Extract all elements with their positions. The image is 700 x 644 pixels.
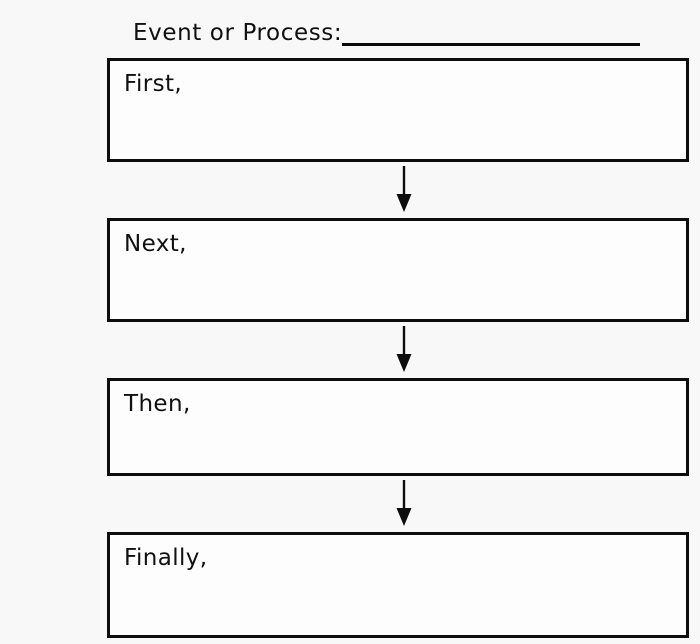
title-blank-line[interactable]: [342, 17, 640, 46]
step-label-finally: Finally,: [124, 545, 208, 571]
step-box-finally[interactable]: Finally,: [107, 532, 689, 638]
step-label-then: Then,: [124, 391, 191, 417]
step-label-next: Next,: [124, 231, 187, 257]
connector-3: [107, 476, 689, 532]
page-title: Event or Process:: [133, 20, 343, 46]
arrow-down-icon: [392, 166, 416, 214]
step-chain: First, Next, Then,: [107, 58, 689, 638]
arrow-down-icon: [392, 326, 416, 374]
connector-2: [107, 322, 689, 378]
arrow-down-icon: [392, 480, 416, 528]
title-row: Event or Process:: [133, 6, 673, 46]
step-box-then[interactable]: Then,: [107, 378, 689, 476]
step-label-first: First,: [124, 71, 183, 97]
step-box-next[interactable]: Next,: [107, 218, 689, 322]
step-box-first[interactable]: First,: [107, 58, 689, 162]
connector-1: [107, 162, 689, 218]
